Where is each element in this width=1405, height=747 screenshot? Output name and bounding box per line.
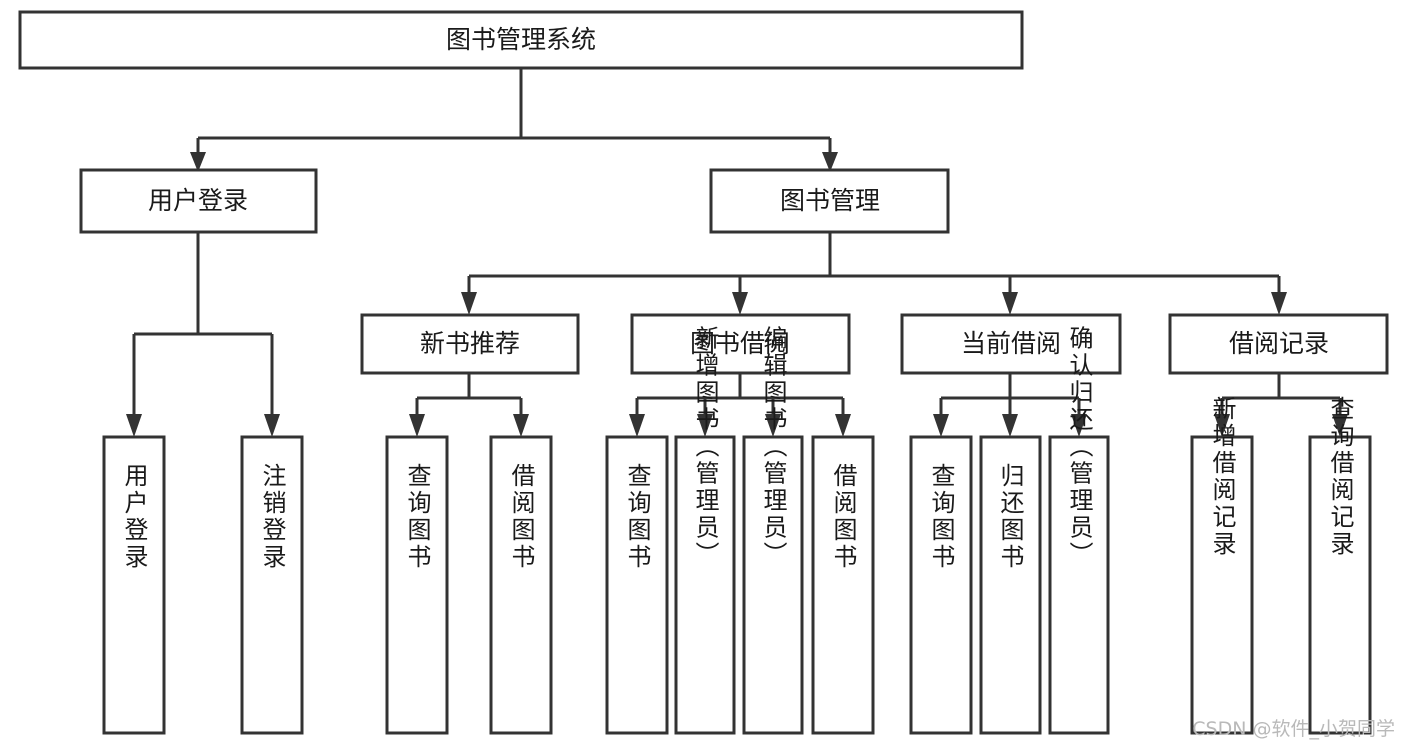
node-leaf-add-book-box[interactable] bbox=[674, 435, 736, 735]
node-root[interactable]: 图书管理系统 bbox=[18, 10, 1024, 70]
node-leaf-edit-book-label: 编辑图书（管理员） bbox=[759, 326, 787, 569]
node-leaf-borrow-book-1-box[interactable] bbox=[489, 435, 553, 735]
node-leaf-query-book-1-box[interactable] bbox=[385, 435, 449, 735]
node-leaf-query-book-2-label: 查询图书 bbox=[623, 463, 651, 571]
node-leaf-edit-book[interactable]: 编辑图书（管理员） bbox=[742, 326, 804, 735]
arrowhead-icon bbox=[190, 152, 206, 172]
node-leaf-query-record-label: 查询借阅记录 bbox=[1326, 396, 1354, 558]
arrowhead-icon bbox=[1271, 292, 1287, 315]
arrowhead-icon bbox=[409, 414, 425, 437]
node-book-borrow[interactable]: 图书借阅 bbox=[630, 313, 851, 375]
connector-bookborrow-to-leaves bbox=[635, 373, 845, 420]
arrowhead-icon bbox=[732, 292, 748, 315]
node-leaf-return-book[interactable]: 归还图书 bbox=[979, 435, 1042, 735]
node-leaf-borrow-book-1-label: 借阅图书 bbox=[507, 463, 535, 571]
node-leaf-query-book-2[interactable]: 查询图书 bbox=[605, 435, 669, 735]
node-leaf-confirm-return[interactable]: 确认归还（管理员） bbox=[1048, 326, 1110, 735]
arrowhead-icon bbox=[1002, 414, 1018, 437]
arrowhead-icon bbox=[835, 414, 851, 437]
node-current-borrow-box[interactable] bbox=[900, 313, 1122, 375]
node-leaf-add-record-box[interactable] bbox=[1190, 435, 1254, 735]
node-leaf-user-login-box[interactable] bbox=[102, 435, 166, 735]
node-book-manage-label: 图书管理 bbox=[780, 186, 880, 215]
node-current-borrow[interactable]: 当前借阅 bbox=[900, 313, 1122, 375]
node-borrow-record-label: 借阅记录 bbox=[1229, 329, 1329, 358]
arrowhead-icon bbox=[822, 152, 838, 172]
node-root-box[interactable] bbox=[18, 10, 1024, 70]
arrowhead-icon bbox=[933, 414, 949, 437]
node-new-book-rec[interactable]: 新书推荐 bbox=[360, 313, 580, 375]
node-new-book-rec-label: 新书推荐 bbox=[420, 329, 520, 358]
node-leaf-borrow-book-2-box[interactable] bbox=[811, 435, 875, 735]
arrowhead-layer bbox=[126, 152, 1348, 437]
node-leaf-user-login[interactable]: 用户登录 bbox=[102, 435, 166, 735]
arrowhead-icon bbox=[1332, 414, 1348, 437]
node-leaf-borrow-book-2[interactable]: 借阅图书 bbox=[811, 435, 875, 735]
node-user-login-box[interactable] bbox=[79, 168, 318, 234]
connector-userlogin-to-leaves bbox=[132, 232, 274, 420]
node-borrow-record[interactable]: 借阅记录 bbox=[1168, 313, 1389, 375]
node-leaf-query-book-3[interactable]: 查询图书 bbox=[909, 435, 973, 735]
node-leaf-logout[interactable]: 注销登录 bbox=[240, 435, 304, 735]
connector-currentborrow-to-leaves bbox=[939, 373, 1081, 420]
connector-borrowrecord-to-leaves bbox=[1220, 373, 1342, 420]
node-leaf-add-book[interactable]: 新增图书（管理员） bbox=[674, 326, 736, 735]
node-leaf-return-book-label: 归还图书 bbox=[996, 463, 1024, 571]
node-leaf-query-record-box[interactable] bbox=[1308, 435, 1372, 735]
node-leaf-confirm-return-label: 确认归还（管理员） bbox=[1065, 326, 1093, 569]
node-leaf-logout-label: 注销登录 bbox=[258, 463, 286, 571]
node-leaf-query-book-1[interactable]: 查询图书 bbox=[385, 435, 449, 735]
node-leaf-add-record[interactable]: 新增借阅记录 bbox=[1190, 396, 1254, 735]
node-borrow-record-box[interactable] bbox=[1168, 313, 1389, 375]
arrowhead-icon bbox=[765, 414, 781, 437]
arrowhead-icon bbox=[697, 414, 713, 437]
arrowhead-icon bbox=[513, 414, 529, 437]
node-leaf-query-book-3-box[interactable] bbox=[909, 435, 973, 735]
node-leaf-query-book-2-box[interactable] bbox=[605, 435, 669, 735]
connector-bookmanage-to-level3 bbox=[467, 232, 1281, 296]
node-book-manage-box[interactable] bbox=[709, 168, 950, 234]
node-leaf-borrow-book-1[interactable]: 借阅图书 bbox=[489, 435, 553, 735]
node-leaf-query-book-1-label: 查询图书 bbox=[403, 463, 431, 571]
node-leaf-add-record-label: 新增借阅记录 bbox=[1208, 396, 1236, 558]
node-leaf-user-login-label: 用户登录 bbox=[120, 463, 148, 571]
arrowhead-icon bbox=[264, 414, 280, 437]
node-user-login-label: 用户登录 bbox=[148, 186, 248, 215]
node-leaf-borrow-book-2-label: 借阅图书 bbox=[829, 463, 857, 571]
arrowhead-icon bbox=[1214, 414, 1230, 437]
node-book-borrow-label: 图书借阅 bbox=[690, 329, 790, 358]
node-leaf-return-book-box[interactable] bbox=[979, 435, 1042, 735]
node-leaf-add-book-label: 新增图书（管理员） bbox=[691, 326, 719, 569]
node-book-manage[interactable]: 图书管理 bbox=[709, 168, 950, 234]
arrowhead-icon bbox=[126, 414, 142, 437]
arrowhead-icon bbox=[461, 292, 477, 315]
node-user-login[interactable]: 用户登录 bbox=[79, 168, 318, 234]
node-leaf-edit-book-box[interactable] bbox=[742, 435, 804, 735]
arrowhead-icon bbox=[1002, 292, 1018, 315]
node-leaf-query-book-3-label: 查询图书 bbox=[927, 463, 955, 571]
node-root-label: 图书管理系统 bbox=[446, 25, 596, 54]
arrowhead-icon bbox=[1071, 414, 1087, 437]
node-leaf-confirm-return-box[interactable] bbox=[1048, 435, 1110, 735]
node-new-book-rec-box[interactable] bbox=[360, 313, 580, 375]
node-current-borrow-label: 当前借阅 bbox=[961, 329, 1061, 358]
connector-newbook-to-leaves bbox=[415, 373, 523, 420]
node-book-borrow-box[interactable] bbox=[630, 313, 851, 375]
node-leaf-query-record[interactable]: 查询借阅记录 bbox=[1308, 396, 1372, 735]
connector-root-to-level2 bbox=[196, 68, 832, 154]
node-leaf-logout-box[interactable] bbox=[240, 435, 304, 735]
arrowhead-icon bbox=[629, 414, 645, 437]
